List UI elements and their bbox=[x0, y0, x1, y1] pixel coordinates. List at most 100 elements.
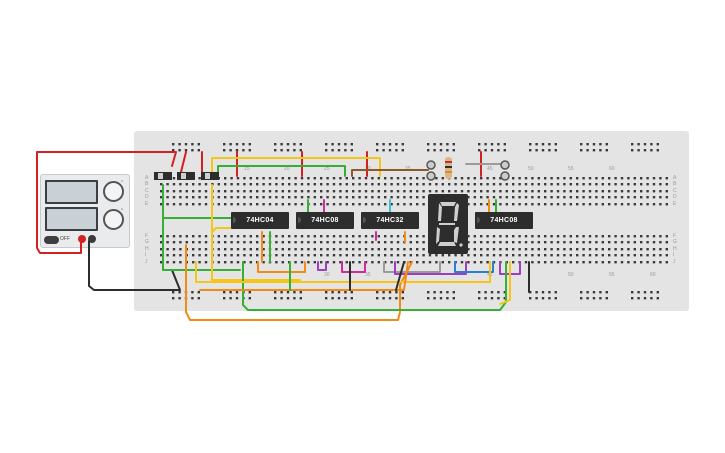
breadboard-hole[interactable] bbox=[377, 261, 380, 264]
breadboard-hole[interactable] bbox=[235, 291, 239, 294]
breadboard-hole[interactable] bbox=[544, 248, 547, 251]
breadboard-hole[interactable] bbox=[204, 261, 208, 264]
breadboard-hole[interactable] bbox=[467, 241, 470, 244]
breadboard-hole[interactable] bbox=[665, 261, 668, 264]
breadboard-hole[interactable] bbox=[224, 177, 227, 180]
breadboard-hole[interactable] bbox=[576, 241, 579, 244]
breadboard-hole[interactable] bbox=[416, 241, 419, 244]
breadboard-hole[interactable] bbox=[339, 241, 342, 244]
breadboard-hole[interactable] bbox=[243, 241, 246, 244]
breadboard-hole[interactable] bbox=[217, 196, 220, 199]
breadboard-hole[interactable] bbox=[409, 203, 412, 206]
breadboard-hole[interactable] bbox=[377, 196, 380, 199]
breadboard-hole[interactable] bbox=[280, 149, 283, 152]
breadboard-hole[interactable] bbox=[396, 196, 400, 199]
breadboard-hole[interactable] bbox=[569, 261, 572, 264]
breadboard-hole[interactable] bbox=[503, 149, 506, 152]
breadboard-hole[interactable] bbox=[531, 203, 534, 206]
breadboard-hole[interactable] bbox=[416, 196, 419, 199]
breadboard-hole[interactable] bbox=[262, 196, 265, 199]
breadboard-hole[interactable] bbox=[275, 203, 278, 206]
breadboard-hole[interactable] bbox=[633, 254, 636, 257]
power-switch[interactable] bbox=[44, 236, 59, 244]
breadboard-hole[interactable] bbox=[293, 291, 296, 294]
breadboard-hole[interactable] bbox=[422, 203, 425, 206]
breadboard-hole[interactable] bbox=[352, 261, 355, 264]
breadboard-hole[interactable] bbox=[548, 291, 551, 294]
breadboard-hole[interactable] bbox=[326, 254, 329, 257]
breadboard-hole[interactable] bbox=[179, 248, 182, 251]
breadboard-hole[interactable] bbox=[537, 196, 540, 199]
breadboard-hole[interactable] bbox=[563, 241, 566, 244]
breadboard-hole[interactable] bbox=[454, 177, 457, 180]
breadboard-hole[interactable] bbox=[497, 149, 500, 152]
breadboard-hole[interactable] bbox=[396, 248, 400, 251]
breadboard-hole[interactable] bbox=[384, 254, 387, 257]
breadboard-hole[interactable] bbox=[401, 297, 404, 300]
breadboard-hole[interactable] bbox=[286, 149, 290, 152]
breadboard-hole[interactable] bbox=[268, 177, 272, 180]
breadboard-hole[interactable] bbox=[614, 235, 617, 238]
breadboard-hole[interactable] bbox=[172, 177, 176, 180]
breadboard-hole[interactable] bbox=[627, 203, 630, 206]
breadboard-hole[interactable] bbox=[659, 183, 662, 186]
breadboard-hole[interactable] bbox=[492, 196, 496, 199]
breadboard-hole[interactable] bbox=[614, 196, 617, 199]
breadboard-hole[interactable] bbox=[452, 297, 455, 300]
breadboard-hole[interactable] bbox=[307, 177, 310, 180]
breadboard-hole[interactable] bbox=[499, 190, 502, 193]
breadboard-hole[interactable] bbox=[395, 143, 398, 146]
breadboard-hole[interactable] bbox=[556, 190, 560, 193]
breadboard-hole[interactable] bbox=[441, 183, 444, 186]
breadboard-hole[interactable] bbox=[435, 177, 438, 180]
breadboard-hole[interactable] bbox=[659, 203, 662, 206]
breadboard-hole[interactable] bbox=[274, 291, 277, 294]
breadboard-hole[interactable] bbox=[650, 297, 653, 300]
breadboard-hole[interactable] bbox=[313, 203, 316, 206]
breadboard-hole[interactable] bbox=[243, 183, 246, 186]
breadboard-hole[interactable] bbox=[339, 248, 342, 251]
breadboard-hole[interactable] bbox=[505, 248, 508, 251]
breadboard-hole[interactable] bbox=[646, 241, 649, 244]
breadboard-hole[interactable] bbox=[345, 190, 348, 193]
breadboard-hole[interactable] bbox=[601, 203, 604, 206]
breadboard-hole[interactable] bbox=[401, 149, 404, 152]
breadboard-hole[interactable] bbox=[588, 196, 592, 199]
breadboard-hole[interactable] bbox=[563, 183, 566, 186]
breadboard-hole[interactable] bbox=[518, 183, 521, 186]
breadboard-hole[interactable] bbox=[166, 190, 169, 193]
breadboard-hole[interactable] bbox=[608, 241, 611, 244]
breadboard-hole[interactable] bbox=[388, 297, 392, 300]
breadboard-hole[interactable] bbox=[452, 291, 455, 294]
breadboard-hole[interactable] bbox=[484, 297, 487, 300]
breadboard-hole[interactable] bbox=[390, 183, 393, 186]
voltage-knob[interactable] bbox=[103, 181, 124, 202]
breadboard-hole[interactable] bbox=[544, 190, 547, 193]
breadboard-hole[interactable] bbox=[166, 248, 169, 251]
breadboard-hole[interactable] bbox=[268, 196, 272, 199]
breadboard-hole[interactable] bbox=[512, 177, 515, 180]
breadboard-hole[interactable] bbox=[588, 261, 592, 264]
breadboard-hole[interactable] bbox=[633, 241, 636, 244]
breadboard-hole[interactable] bbox=[640, 196, 643, 199]
breadboard-hole[interactable] bbox=[588, 254, 592, 257]
breadboard-hole[interactable] bbox=[344, 297, 347, 300]
breadboard-hole[interactable] bbox=[524, 248, 528, 251]
breadboard-hole[interactable] bbox=[396, 203, 400, 206]
breadboard-hole[interactable] bbox=[320, 248, 323, 251]
breadboard-hole[interactable] bbox=[388, 291, 392, 294]
breadboard-hole[interactable] bbox=[550, 248, 553, 251]
breadboard-hole[interactable] bbox=[550, 203, 553, 206]
breadboard-hole[interactable] bbox=[605, 297, 608, 300]
breadboard-hole[interactable] bbox=[582, 203, 585, 206]
breadboard-hole[interactable] bbox=[569, 248, 572, 251]
breadboard-hole[interactable] bbox=[512, 196, 515, 199]
breadboard-hole[interactable] bbox=[499, 177, 502, 180]
breadboard-hole[interactable] bbox=[256, 196, 259, 199]
breadboard-hole[interactable] bbox=[643, 149, 647, 152]
breadboard-hole[interactable] bbox=[377, 190, 380, 193]
breadboard-hole[interactable] bbox=[236, 235, 240, 238]
breadboard-hole[interactable] bbox=[529, 143, 532, 146]
breadboard-hole[interactable] bbox=[249, 235, 252, 238]
breadboard-hole[interactable] bbox=[467, 183, 470, 186]
